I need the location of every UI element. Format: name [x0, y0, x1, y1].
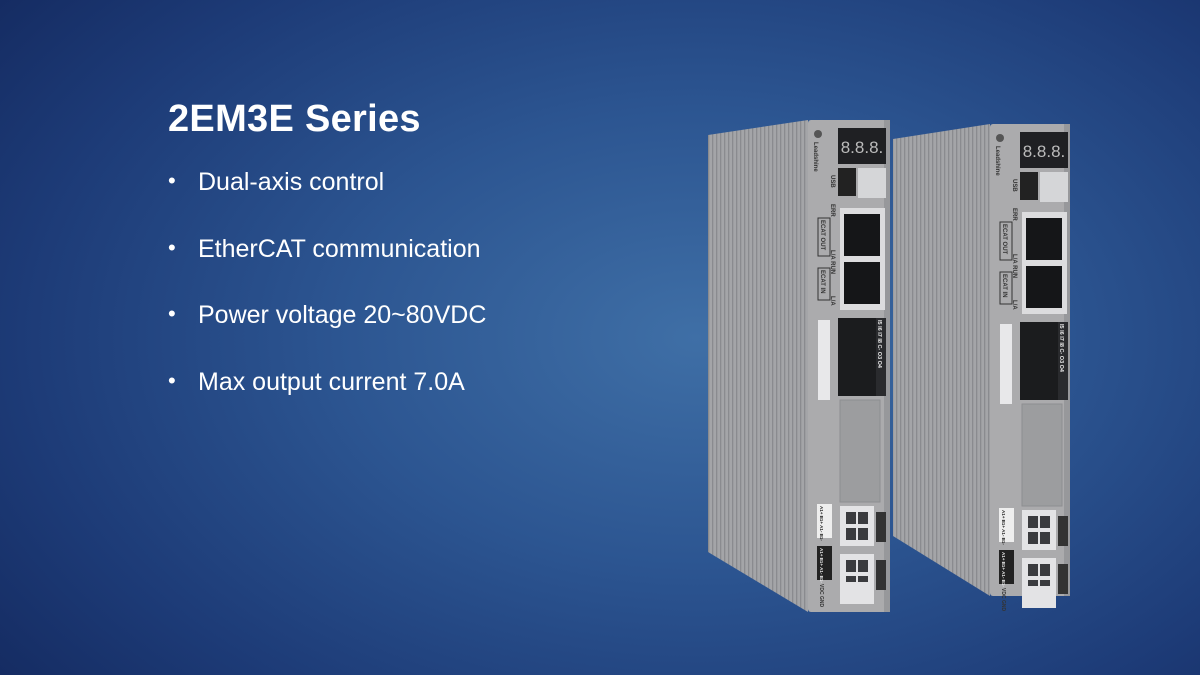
qr-code: [858, 168, 886, 198]
heatsink-fins: [893, 124, 990, 596]
feature-item: • Max output current 7.0A: [168, 368, 486, 435]
bullet-icon: •: [168, 234, 176, 260]
led-display-text: 8.8.8.: [1023, 142, 1066, 161]
usb-label: USB: [829, 175, 835, 188]
brand-logo-icon: [996, 134, 1004, 142]
motor-connector: [1022, 510, 1056, 550]
bullet-icon: •: [168, 301, 176, 326]
power-label: VDC GND: [1000, 588, 1006, 611]
feature-item: • EtherCAT communication: [168, 235, 486, 302]
cover-panel: [1021, 403, 1063, 507]
led-display: [838, 128, 886, 164]
motor-label-a: A1+ B1+ A1- B1-: [1001, 510, 1006, 545]
ecat-out-label: ECAT OUT: [1001, 224, 1007, 255]
feature-text: EtherCAT communication: [198, 234, 481, 263]
motor-label-b: A1+ B1+ A1- B1-: [1001, 552, 1006, 587]
feature-text: Max output current 7.0A: [198, 367, 465, 396]
err-label: ERR: [829, 204, 835, 217]
ecat-in-box: [817, 267, 831, 301]
bullet-icon: •: [168, 367, 176, 393]
motor-label-a: A1+ B1+ A1- B1-: [819, 506, 824, 541]
ecat-in-label: ECAT IN: [1001, 274, 1007, 298]
io-terminal-label: I5 I6 I7 I8 C- O3 O4: [876, 320, 882, 369]
led-display: [1020, 132, 1068, 168]
brand-label: Leadshine: [812, 142, 818, 172]
feature-list: • Dual-axis control • EtherCAT communicati…: [168, 168, 486, 434]
brand-logo-icon: [814, 130, 822, 138]
slide-title: 2EM3E Series: [168, 98, 421, 140]
motor-label-b: A1+ B1+ A1- B1-: [819, 548, 824, 583]
feature-item: • Power voltage 20~80VDC: [168, 301, 486, 368]
power-label: VDC GND: [818, 584, 824, 607]
power-connector: [840, 582, 874, 604]
ecat-in-box: [999, 271, 1013, 305]
io-terminal: [1020, 322, 1058, 400]
usb-port: [838, 168, 856, 196]
ecat-out-box: [817, 217, 831, 257]
la-label: L/A: [829, 296, 835, 306]
brand-label: Leadshine: [994, 146, 1000, 176]
ecat-out-box: [999, 221, 1013, 261]
bullet-icon: •: [168, 168, 176, 193]
usb-label: USB: [1011, 179, 1017, 192]
feature-item: • Dual-axis control: [168, 168, 486, 235]
led-display-text: 8.8.8.: [841, 138, 884, 157]
qr-code: [1040, 172, 1068, 202]
usb-port: [1020, 172, 1038, 200]
heatsink-fins: [708, 120, 808, 612]
la-run-label: L/A RUN: [829, 250, 835, 274]
power-connector: [1022, 586, 1056, 608]
la-run-label: L/A RUN: [1011, 254, 1017, 278]
ecat-out-label: ECAT OUT: [819, 220, 825, 251]
feature-text: Power voltage 20~80VDC: [198, 301, 487, 329]
la-label: L/A: [1011, 300, 1017, 310]
cover-panel: [839, 399, 881, 503]
feature-text: Dual-axis control: [198, 168, 385, 196]
io-terminal-label: I5 I6 I7 I8 C- O3 O4: [1058, 324, 1064, 373]
motor-connector: [840, 506, 874, 546]
ecat-in-label: ECAT IN: [819, 270, 825, 294]
io-terminal: [838, 318, 876, 396]
err-label: ERR: [1011, 208, 1017, 221]
